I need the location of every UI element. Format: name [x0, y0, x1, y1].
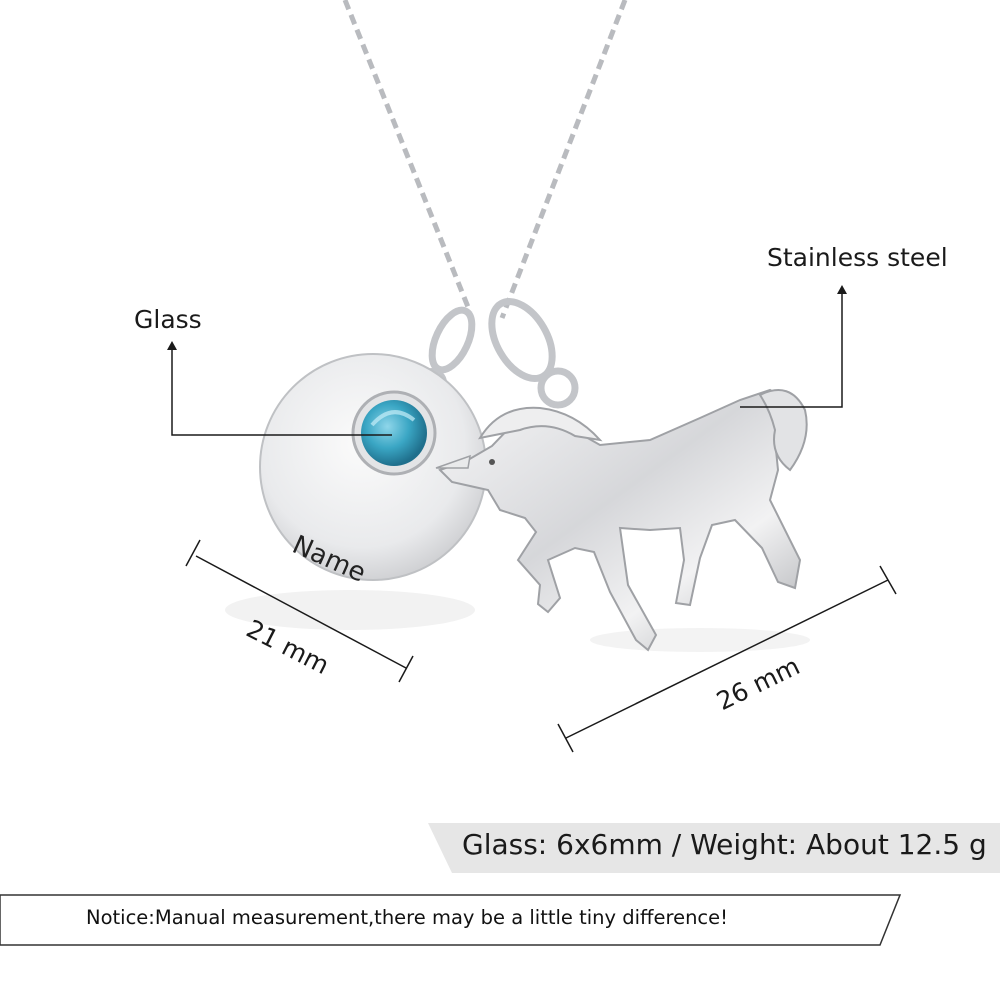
spec-bar [428, 823, 1000, 873]
chain-left [342, 0, 473, 313]
notice-box [0, 894, 902, 946]
notice-text: Notice:Manual measurement,there may be a… [86, 906, 728, 929]
stainless-steel-label: Stainless steel [767, 243, 948, 272]
unicorn-charm [435, 388, 810, 652]
jump-ring-disc [428, 306, 476, 374]
steel-callout-arrow [837, 285, 847, 294]
glass-callout-line [171, 348, 392, 436]
spec-text: Glass: 6x6mm / Weight: About 12.5 g [462, 828, 987, 861]
bail-ring [537, 367, 579, 409]
unicorn-dimension-line [557, 565, 897, 753]
disc-dimension-line [185, 539, 414, 683]
steel-callout-line [740, 292, 843, 408]
glass-label: Glass [134, 305, 202, 334]
chain-right [499, 0, 628, 319]
glass-callout-arrow [167, 341, 177, 350]
glass-stone [361, 400, 427, 466]
